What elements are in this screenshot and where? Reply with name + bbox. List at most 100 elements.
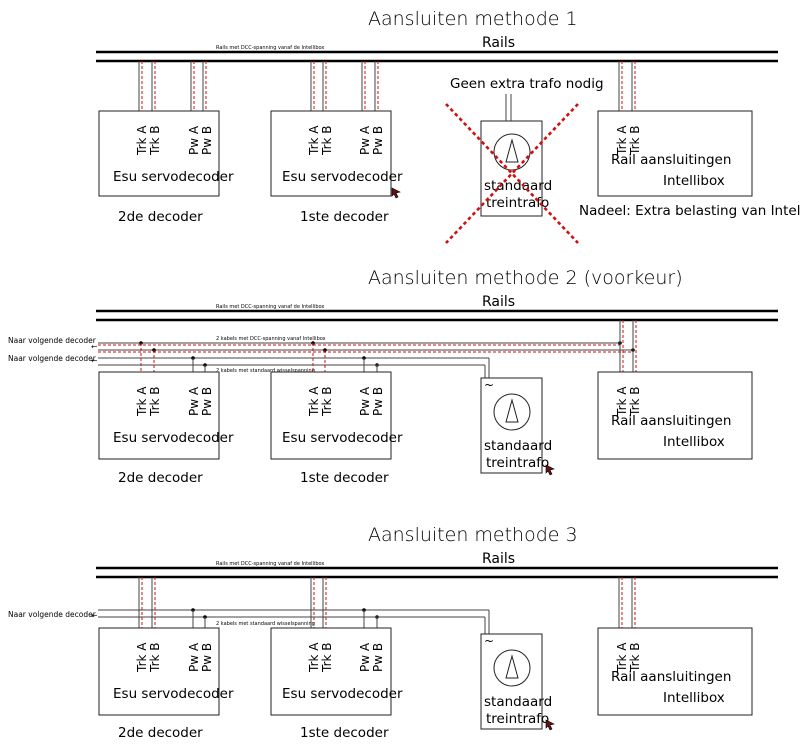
triangle-icon (505, 398, 519, 423)
transformer-box-3 (480, 633, 543, 730)
pin-label: Trk B (628, 387, 642, 418)
pin-label: Trk A (615, 125, 629, 156)
cursor-icon (545, 719, 555, 731)
decoder-name: Esu servodecoder (282, 169, 403, 185)
pin-label: Trk A (307, 125, 321, 156)
ac-symbol: ~ (484, 634, 494, 648)
intellibox-line2: Intellibox (663, 434, 725, 450)
pin-label: Trk B (148, 126, 162, 157)
pin-label: Trk B (148, 643, 162, 674)
pin-label: Pw B (200, 387, 214, 416)
intellibox-line1: Rail aansluitingen (611, 669, 731, 685)
next-decoder-label: Naar volgende decoder (8, 610, 97, 619)
pin-label: Pw A (187, 125, 201, 155)
transformer-line1: standaard (484, 438, 552, 454)
pin-label: Pw B (371, 643, 385, 672)
pin-label: Trk B (628, 643, 642, 674)
decoder-box-1 (270, 110, 392, 197)
pin-label: Trk A (615, 642, 629, 673)
transformer-line2: treintrafo (486, 455, 549, 471)
decoder-2-label: 2de decoder (118, 470, 203, 486)
decoder-1-label: 1ste decoder (300, 470, 389, 486)
pin-label: Pw A (358, 125, 372, 155)
next-decoder-label: Naar volgende decoder (8, 354, 97, 363)
arrow-left-icon: ← (91, 611, 97, 620)
decoder-2-label: 2de decoder (118, 725, 203, 741)
arrow-left-icon: ← (91, 356, 97, 365)
decoder-name: Esu servodecoder (113, 686, 234, 702)
transformer-line2: treintrafo (486, 711, 549, 727)
decoder-1-label: 1ste decoder (300, 725, 389, 741)
decoder-name: Esu servodecoder (282, 430, 403, 446)
decoder-box-1 (270, 371, 392, 460)
decoder-box-2 (98, 371, 220, 460)
pin-label: Trk A (307, 386, 321, 417)
intellibox-line1: Rail aansluitingen (611, 152, 731, 168)
method-2-section: Aansluiten methode 2 (voorkeur) Rails me… (8, 267, 778, 486)
transformer-line2: treintrafo (486, 195, 549, 211)
cursor-icon (391, 187, 401, 199)
decoder-2-label: 2de decoder (118, 209, 203, 225)
pin-label: Trk A (135, 125, 149, 156)
decoder-name: Esu servodecoder (282, 686, 403, 702)
transformer-line1: standaard (484, 178, 552, 194)
transformer-box-1 (480, 120, 543, 217)
intellibox-line2: Intellibox (663, 690, 725, 706)
disadvantage-note: Nadeel: Extra belasting van Intellibox (579, 203, 800, 219)
method-3-section: Aansluiten methode 3 Rails met DCC-spann… (8, 524, 778, 741)
pin-label: Pw A (187, 386, 201, 416)
bus-dcc-note: 2 kabels met DCC-spanning vanaf Intellib… (216, 336, 326, 342)
no-transformer-note: Geen extra trafo nodig (450, 76, 604, 92)
pin-label: Pw B (200, 126, 214, 155)
method-1-rails-label: Rails (482, 35, 515, 51)
bus-ac-note: 2 kabels met standaard wisselspanning (216, 368, 315, 374)
triangle-icon (505, 138, 519, 163)
cursor-icon (545, 464, 555, 476)
bus-ac-note: 2 kabels met standaard wisselspanning (216, 621, 315, 627)
method-2-rails-label: Rails (482, 294, 515, 310)
intellibox-line1: Rail aansluitingen (611, 413, 731, 429)
pin-label: Trk A (135, 642, 149, 673)
decoder-box-1 (270, 627, 392, 716)
method-1-rail-note: Rails met DCC-spanning vanaf de Intellib… (216, 45, 324, 51)
pin-label: Trk B (628, 126, 642, 157)
intellibox-box-1 (597, 110, 753, 197)
pin-label: Trk A (615, 386, 629, 417)
pin-label: Pw A (358, 386, 372, 416)
intellibox-line2: Intellibox (663, 173, 725, 189)
transformer-dial (493, 393, 531, 431)
pin-label: Pw B (371, 387, 385, 416)
pin-label: Trk A (135, 386, 149, 417)
method-3-title: Aansluiten methode 3 (368, 524, 578, 546)
intellibox-box-3 (597, 627, 753, 716)
transformer-dial (493, 133, 531, 171)
method-3-rails-label: Rails (482, 551, 515, 567)
intellibox-box-2 (597, 371, 753, 460)
method-2-title: Aansluiten methode 2 (voorkeur) (368, 267, 683, 289)
pin-label: Pw A (358, 642, 372, 672)
method-2-rail-note: Rails met DCC-spanning vanaf de Intellib… (216, 304, 324, 310)
method-3-rail-note: Rails met DCC-spanning vanaf de Intellib… (216, 561, 324, 567)
method-1-title: Aansluiten methode 1 (368, 8, 578, 30)
decoder-name: Esu servodecoder (113, 169, 234, 185)
pin-label: Pw B (200, 643, 214, 672)
decoder-box-2 (98, 627, 220, 716)
ac-symbol: ~ (484, 378, 494, 392)
pin-label: Pw A (187, 642, 201, 672)
pin-label: Trk B (320, 643, 334, 674)
pin-label: Pw B (371, 126, 385, 155)
decoder-box-2 (98, 110, 220, 197)
pin-label: Trk B (148, 387, 162, 418)
pin-label: Trk B (320, 387, 334, 418)
triangle-icon (505, 654, 519, 679)
decoder-1-label: 1ste decoder (300, 209, 389, 225)
method-1-section: Aansluiten methode 1 Rails met DCC-spann… (96, 8, 800, 244)
transformer-line1: standaard (484, 694, 552, 710)
arrow-left-icon: ← (91, 342, 97, 351)
decoder-name: Esu servodecoder (113, 430, 234, 446)
transformer-dial (493, 649, 531, 687)
next-decoder-label: Naar volgende decoder (8, 336, 97, 345)
pin-label: Trk A (307, 642, 321, 673)
pin-label: Trk B (320, 126, 334, 157)
